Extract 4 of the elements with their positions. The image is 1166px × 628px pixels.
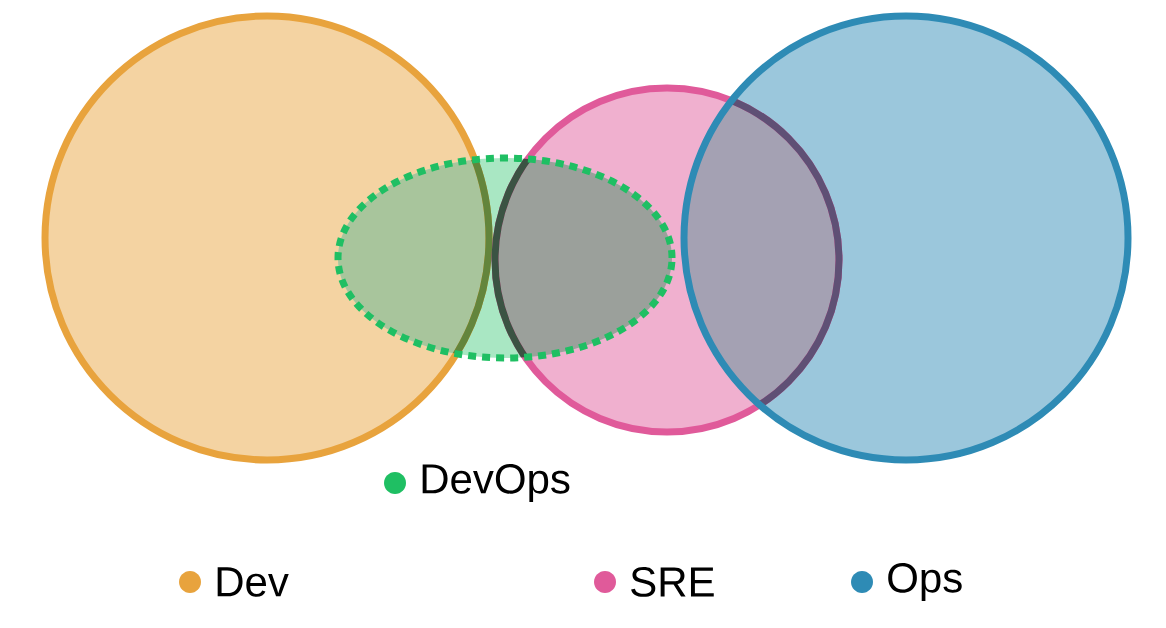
legend-label: Dev: [217, 567, 289, 597]
legend-label: SRE: [631, 567, 714, 597]
legend-label: DevOps: [422, 463, 570, 502]
legend-label: Ops: [888, 562, 962, 601]
